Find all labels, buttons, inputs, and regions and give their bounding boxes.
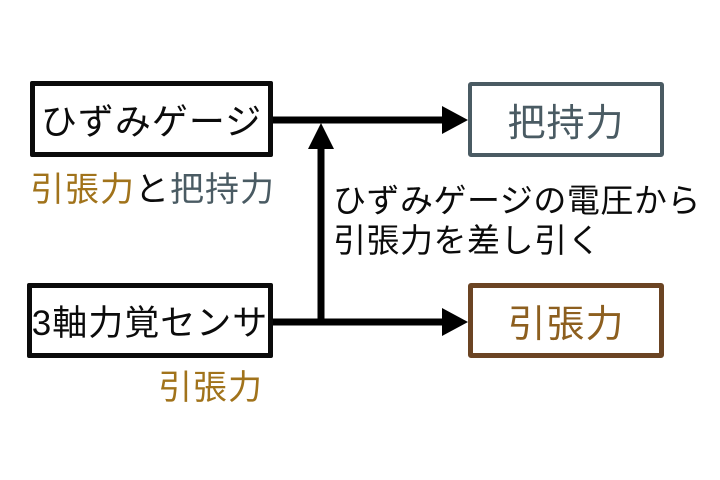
- node-force-sensor: 3軸力覚センサ: [27, 283, 273, 358]
- node-tensile-force-label: 引張力: [507, 304, 625, 346]
- caption-grip-part: 把持力: [170, 171, 275, 209]
- caption-tensile-part: 引張力: [30, 171, 135, 209]
- node-strain-gauge: ひずみゲージ: [30, 81, 273, 157]
- annotation-line2: 引張力を差し引く: [333, 222, 601, 259]
- node-force-sensor-label: 3軸力覚センサ: [31, 304, 269, 343]
- caption-and-part: と: [135, 171, 170, 209]
- caption-strain-gauge-measures: 引張力と把持力: [30, 162, 275, 211]
- node-grip-force-output: 把持力: [468, 82, 664, 157]
- annotation-subtract-note: ひずみゲージの電圧から 引張力を差し引く: [333, 181, 701, 261]
- node-tensile-force-output: 引張力: [468, 283, 664, 358]
- node-grip-force-label: 把持力: [507, 103, 625, 145]
- arrow-strain-gauge-to-grip-force: [273, 106, 468, 134]
- caption-force-sensor-measures: 引張力: [158, 369, 263, 407]
- annotation-line1: ひずみゲージの電圧から: [333, 182, 701, 219]
- arrow-branch-up: [308, 123, 334, 324]
- arrow-force-sensor-to-tensile-force: [273, 308, 468, 336]
- node-strain-gauge-label: ひずみゲージ: [40, 101, 263, 142]
